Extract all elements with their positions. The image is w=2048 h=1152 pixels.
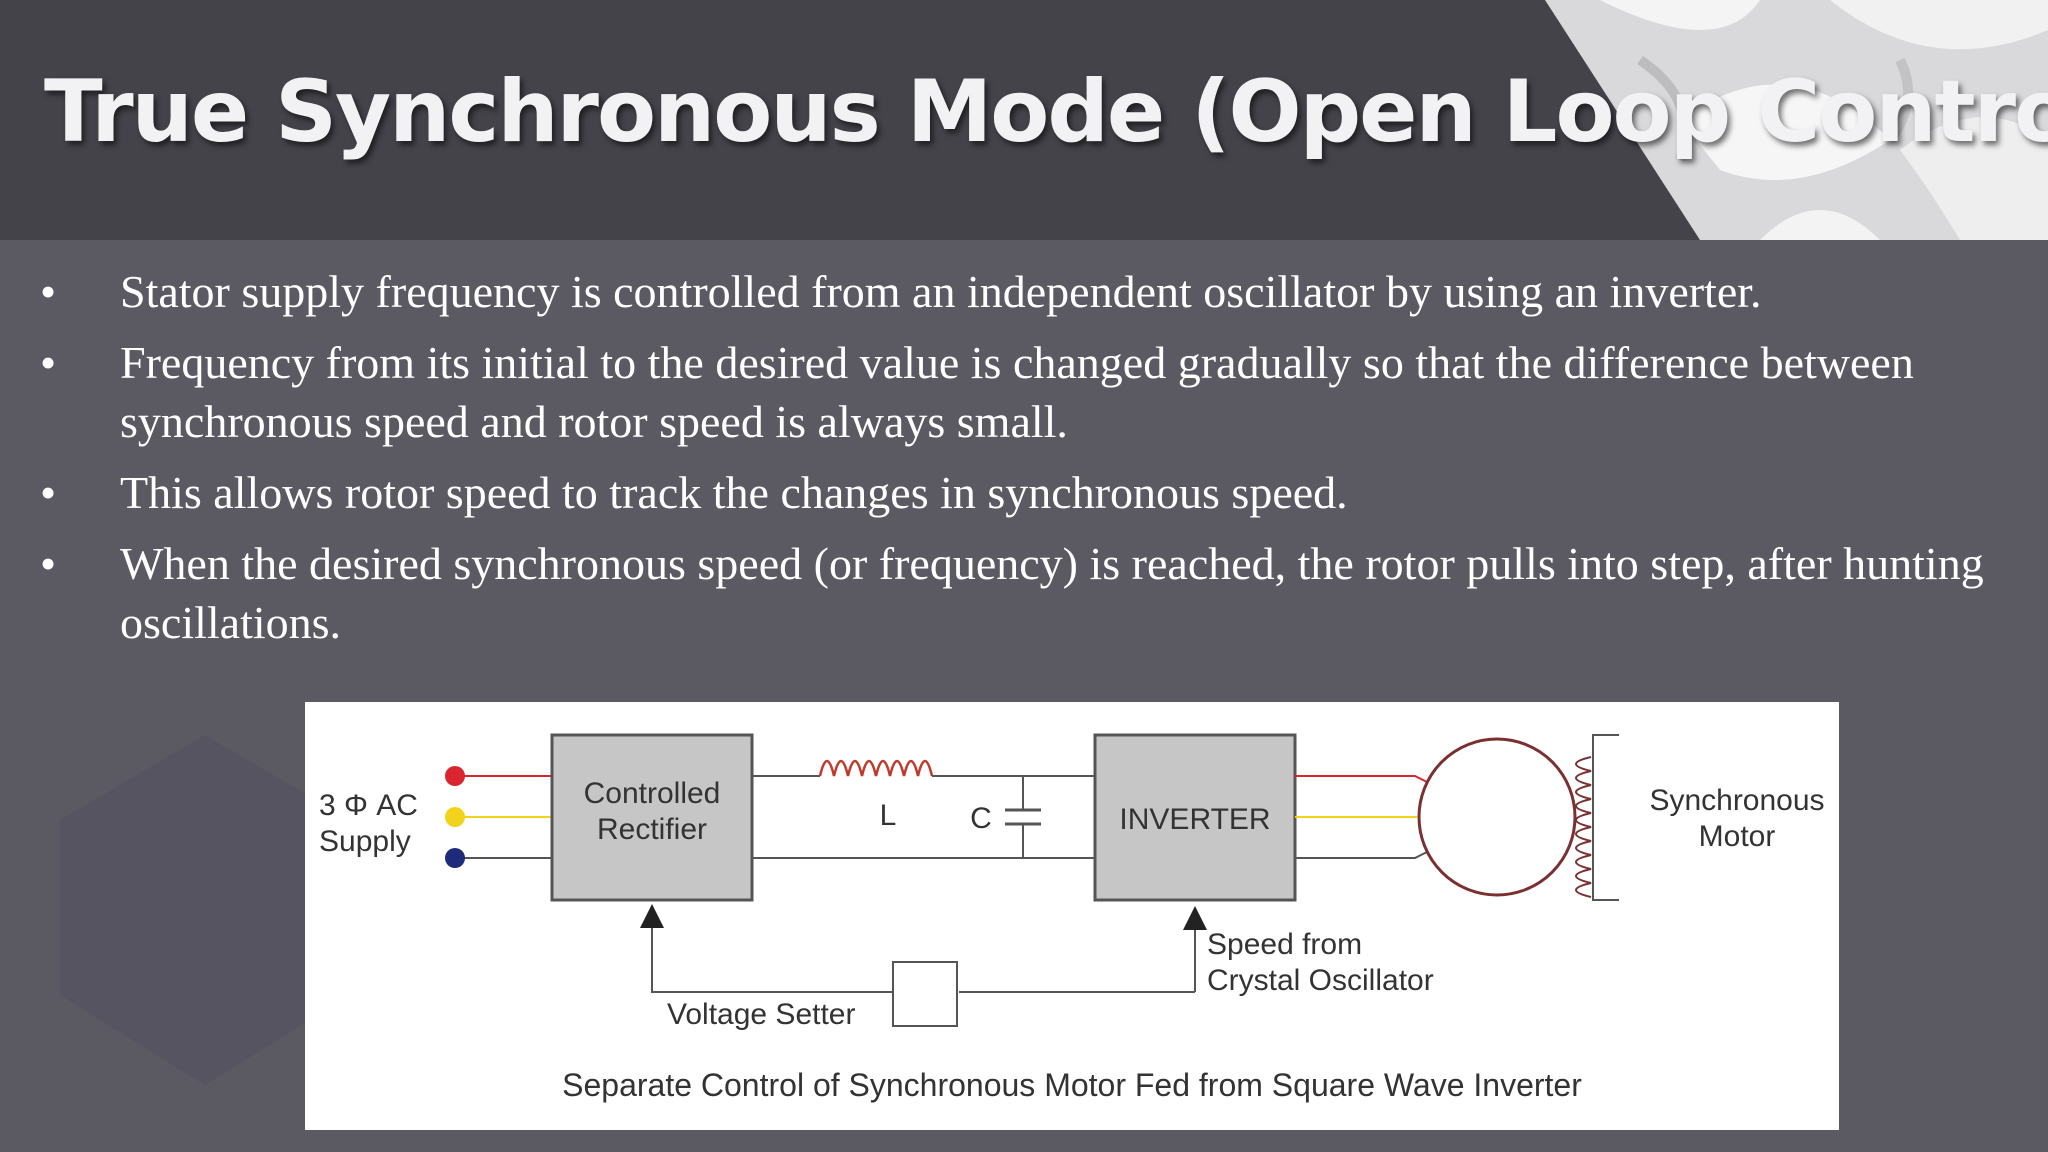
- inductor-label: L: [880, 799, 897, 832]
- rectifier-label-line1: Controlled: [584, 777, 721, 810]
- bullet-list: • Stator supply frequency is controlled f…: [40, 262, 2020, 664]
- header-lattice-decoration: [1545, 0, 2048, 240]
- oscillator-label-line2: Crystal Oscillator: [1207, 964, 1434, 997]
- output-phase-b: [1295, 845, 1440, 859]
- inverter-label: INVERTER: [1119, 803, 1270, 836]
- circuit-diagram: 3 Φ AC Supply Controlled Rectifier L C I…: [319, 733, 1825, 1103]
- bullet-dot: •: [40, 337, 57, 388]
- motor-rotor-icon: [1417, 737, 1577, 897]
- capacitor-label: C: [970, 802, 992, 835]
- figure-caption: Separate Control of Synchronous Motor Fe…: [562, 1067, 1582, 1103]
- field-winding-bracket: [1592, 734, 1619, 901]
- title-bar: True Synchronous Mode (Open Loop Control…: [0, 0, 2048, 240]
- bullet-item: • This allows rotor speed to track the ch…: [40, 463, 2020, 522]
- bullet-text: Frequency from its initial to the desire…: [120, 337, 1914, 447]
- slide-title: True Synchronous Mode (Open Loop Control…: [44, 62, 2048, 162]
- oscillator-label-line1: Speed from: [1207, 928, 1362, 961]
- phase-dot-yellow: [445, 807, 465, 827]
- voltage-setter-label: Voltage Setter: [667, 998, 855, 1031]
- circuit-diagram-figure: 3 Φ AC Supply Controlled Rectifier L C I…: [305, 702, 1839, 1130]
- phase-dot-blue: [445, 848, 465, 868]
- bullet-item: • Frequency from its initial to the desir…: [40, 333, 2020, 451]
- rectifier-block: [550, 733, 754, 902]
- bullet-text: When the desired synchronous speed (or f…: [120, 538, 1984, 648]
- bullet-dot: •: [40, 266, 57, 317]
- bullet-text: This allows rotor speed to track the cha…: [120, 467, 1348, 518]
- bullet-dot: •: [40, 538, 57, 589]
- phase-dot-red: [445, 766, 465, 786]
- bullet-item: • Stator supply frequency is controlled f…: [40, 262, 2020, 321]
- voltage-setter-box: [892, 961, 958, 1027]
- motor-label-line2: Motor: [1699, 820, 1776, 853]
- bullet-item: • When the desired synchronous speed (or …: [40, 534, 2020, 652]
- supply-label-line1: 3 Φ AC: [319, 789, 418, 822]
- supply-label-line2: Supply: [319, 825, 411, 858]
- bullet-text: Stator supply frequency is controlled fr…: [120, 266, 1762, 317]
- rectifier-label-line2: Rectifier: [597, 813, 707, 846]
- inductor-coil: [818, 759, 934, 777]
- bullet-dot: •: [40, 467, 57, 518]
- voltage-setter-arrow: [640, 904, 893, 993]
- field-winding-coil-icon: [1575, 756, 1592, 898]
- output-phase-r: [1295, 775, 1440, 789]
- motor-label-line1: Synchronous: [1649, 784, 1824, 817]
